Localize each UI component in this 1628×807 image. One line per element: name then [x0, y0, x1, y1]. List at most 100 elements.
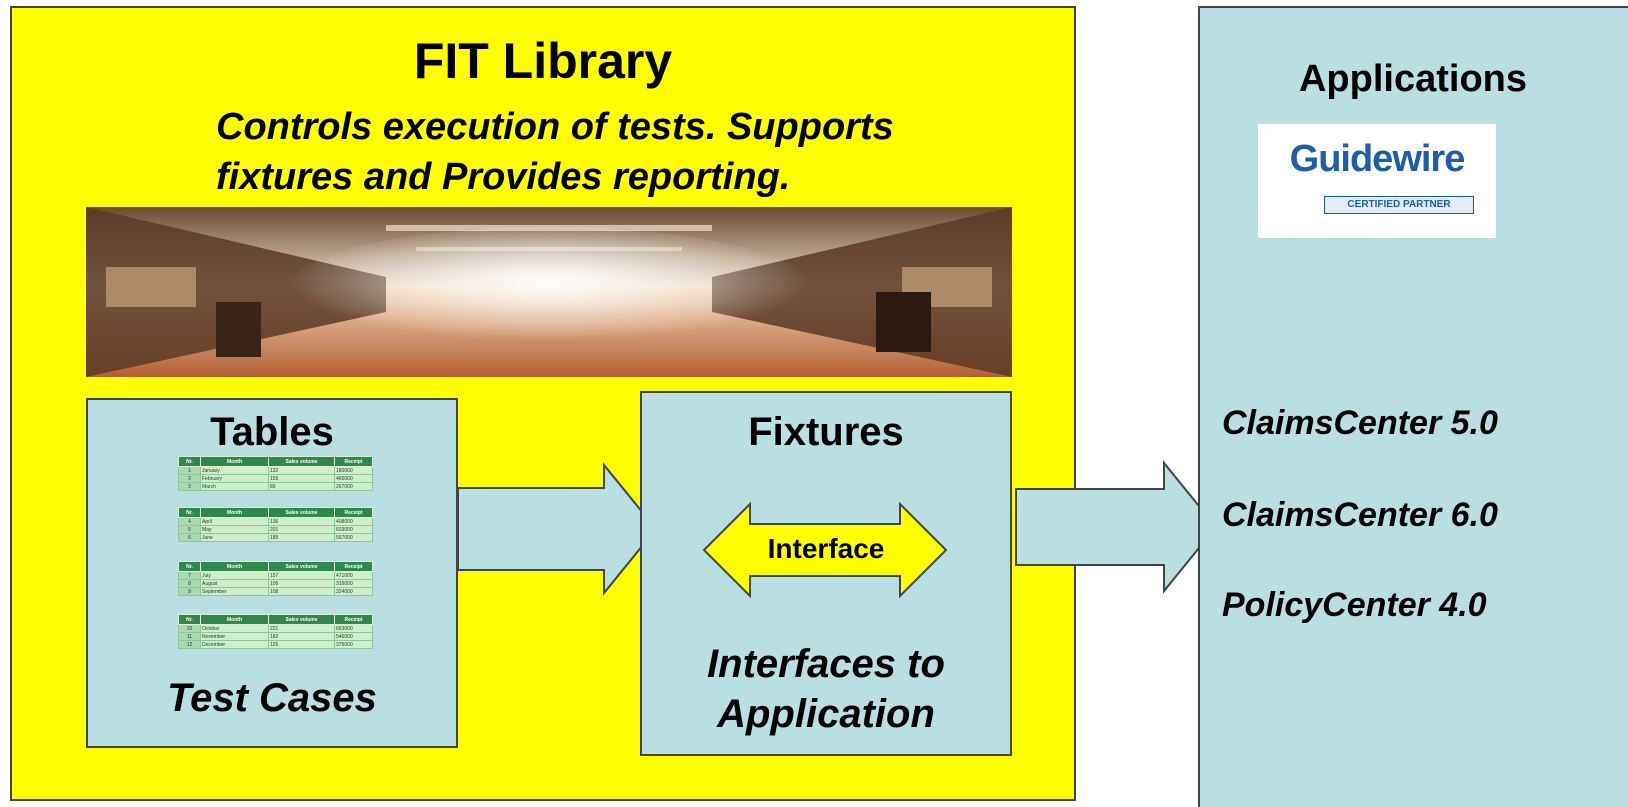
- test-cases-caption: Test Cases: [167, 676, 377, 720]
- table-header-cell: Receipt: [334, 561, 373, 572]
- tables-to-fixtures-arrow: [457, 462, 658, 596]
- table-cell: 105: [268, 579, 335, 588]
- fixtures-caption-line2: Application: [717, 692, 935, 736]
- table-cell: 465000: [334, 474, 373, 483]
- table-cell: November: [200, 632, 269, 641]
- table-cell: 375000: [334, 640, 373, 649]
- table-cell: 267000: [334, 482, 373, 491]
- table-header-cell: Month: [200, 614, 269, 625]
- table-cell: 663000: [334, 624, 373, 633]
- table-cell: 6: [178, 533, 201, 542]
- table-cell: 182: [268, 632, 335, 641]
- table-cell: 5: [178, 525, 201, 534]
- table-cell: August: [200, 579, 269, 588]
- guidewire-logo-badge: CERTIFIED PARTNER: [1324, 196, 1474, 214]
- library-hall-image: [86, 207, 1012, 377]
- table-cell: 189: [268, 533, 335, 542]
- table-cell: 7: [178, 571, 201, 580]
- table-cell: 546000: [334, 632, 373, 641]
- guidewire-logo: Guidewire CERTIFIED PARTNER: [1258, 124, 1496, 238]
- table-cell: June: [200, 533, 269, 542]
- table-cell: 157: [268, 571, 335, 580]
- table-cell: 324000: [334, 587, 373, 596]
- table-cell: 567000: [334, 533, 373, 542]
- table-cell: 2: [178, 474, 201, 483]
- table-header-cell: Month: [200, 456, 269, 467]
- table-header-cell: Month: [200, 561, 269, 572]
- table-header-cell: Sales volume: [268, 456, 335, 467]
- tables-title: Tables: [210, 410, 334, 454]
- fixtures-title: Fixtures: [748, 410, 904, 454]
- table-cell: 108: [268, 587, 335, 596]
- table-cell: 471000: [334, 571, 373, 580]
- fit-library-description-line1: Controls execution of tests. Supports: [216, 106, 894, 148]
- table-cell: 408000: [334, 517, 373, 526]
- table-cell: October: [200, 624, 269, 633]
- table-header-cell: Nr.: [178, 456, 201, 467]
- table-cell: 8: [178, 579, 201, 588]
- interface-double-arrow: [702, 501, 948, 599]
- applications-title: Applications: [1298, 58, 1528, 100]
- table-cell: December: [200, 640, 269, 649]
- table-header-cell: Nr.: [178, 614, 201, 625]
- application-claimscenter-6: ClaimsCenter 6.0: [1222, 496, 1498, 534]
- table-cell: 1: [178, 466, 201, 475]
- table-header-cell: Sales volume: [268, 507, 335, 518]
- table-cell: 315000: [334, 579, 373, 588]
- fixtures-caption-line1: Interfaces to: [707, 642, 945, 686]
- table-cell: March: [200, 482, 269, 491]
- fit-library-description-line2: fixtures and Provides reporting.: [216, 156, 791, 198]
- table-cell: 89: [268, 482, 335, 491]
- guidewire-logo-wordmark: Guidewire: [1289, 138, 1466, 180]
- fit-library-title: FIT Library: [413, 33, 673, 89]
- table-header-cell: Receipt: [334, 614, 373, 625]
- table-cell: 12: [178, 640, 201, 649]
- table-cell: 132: [268, 466, 335, 475]
- table-cell: 180000: [334, 466, 373, 475]
- table-cell: 125: [268, 640, 335, 649]
- table-header-cell: Month: [200, 507, 269, 518]
- table-cell: 4: [178, 517, 201, 526]
- table-cell: 10: [178, 624, 201, 633]
- table-header-cell: Receipt: [334, 507, 373, 518]
- table-cell: January: [200, 466, 269, 475]
- table-cell: 201: [268, 525, 335, 534]
- table-cell: July: [200, 571, 269, 580]
- table-cell: 9: [178, 587, 201, 596]
- application-policycenter-4: PolicyCenter 4.0: [1222, 586, 1487, 624]
- table-cell: April: [200, 517, 269, 526]
- table-cell: 155: [268, 474, 335, 483]
- library-to-applications-arrow: [1015, 460, 1218, 594]
- table-cell: 136: [268, 517, 335, 526]
- table-header-cell: Sales volume: [268, 561, 335, 572]
- table-cell: 3: [178, 482, 201, 491]
- table-cell: February: [200, 474, 269, 483]
- table-header-cell: Sales volume: [268, 614, 335, 625]
- table-header-cell: Receipt: [334, 456, 373, 467]
- table-cell: 11: [178, 632, 201, 641]
- table-cell: September: [200, 587, 269, 596]
- table-cell: 221: [268, 624, 335, 633]
- interface-label: Interface: [767, 533, 885, 564]
- table-header-cell: Nr.: [178, 561, 201, 572]
- table-header-cell: Nr.: [178, 507, 201, 518]
- application-claimscenter-5: ClaimsCenter 5.0: [1222, 404, 1498, 442]
- table-cell: 603000: [334, 525, 373, 534]
- table-cell: May: [200, 525, 269, 534]
